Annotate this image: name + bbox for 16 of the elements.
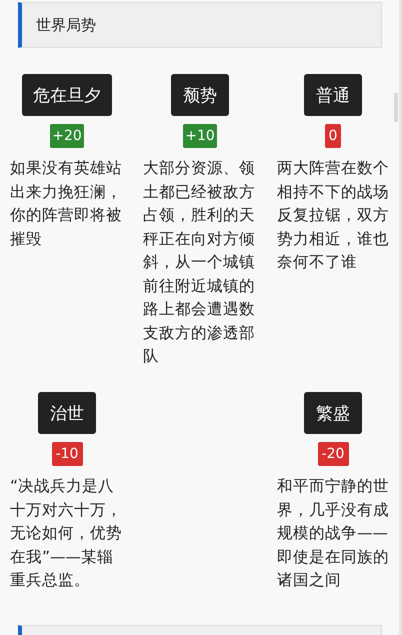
description-text: 大部分资源、领土都已经被敌方占领，胜利的天秤正在向对方倾斜，从一个城镇前往附近城镇的路上都会遭遇数支敌方的渗透部队: [143, 158, 256, 367]
score-badge: -20: [318, 442, 348, 466]
score-badge: -10: [52, 442, 82, 466]
description-text: 两大阵营在数个相持不下的战场反复拉锯，双方势力相近，谁也奈何不了谁: [277, 158, 390, 273]
name-tag: 普通: [304, 74, 362, 116]
description-text: 和平而宁静的世界，几乎没有成规模的战争——即使是在同族的诸国之间: [277, 476, 390, 591]
name-tag: 颓势: [171, 74, 229, 116]
heading-panel: 世界局势: [18, 2, 382, 48]
score-badge: 0: [325, 124, 341, 148]
score-badge: +20: [50, 124, 84, 148]
score-badge: +10: [183, 124, 217, 148]
name-tag: 治世: [38, 392, 96, 434]
description-text: “决战兵力是八十万对六十万，无论如何，优势在我”——某辎重兵总监。: [10, 476, 123, 591]
description-text: 如果没有英雄站出来力挽狂澜，你的阵营即将被摧毁: [10, 158, 123, 250]
name-tag: 繁盛: [304, 392, 362, 434]
name-tag: 危在旦夕: [22, 74, 112, 116]
